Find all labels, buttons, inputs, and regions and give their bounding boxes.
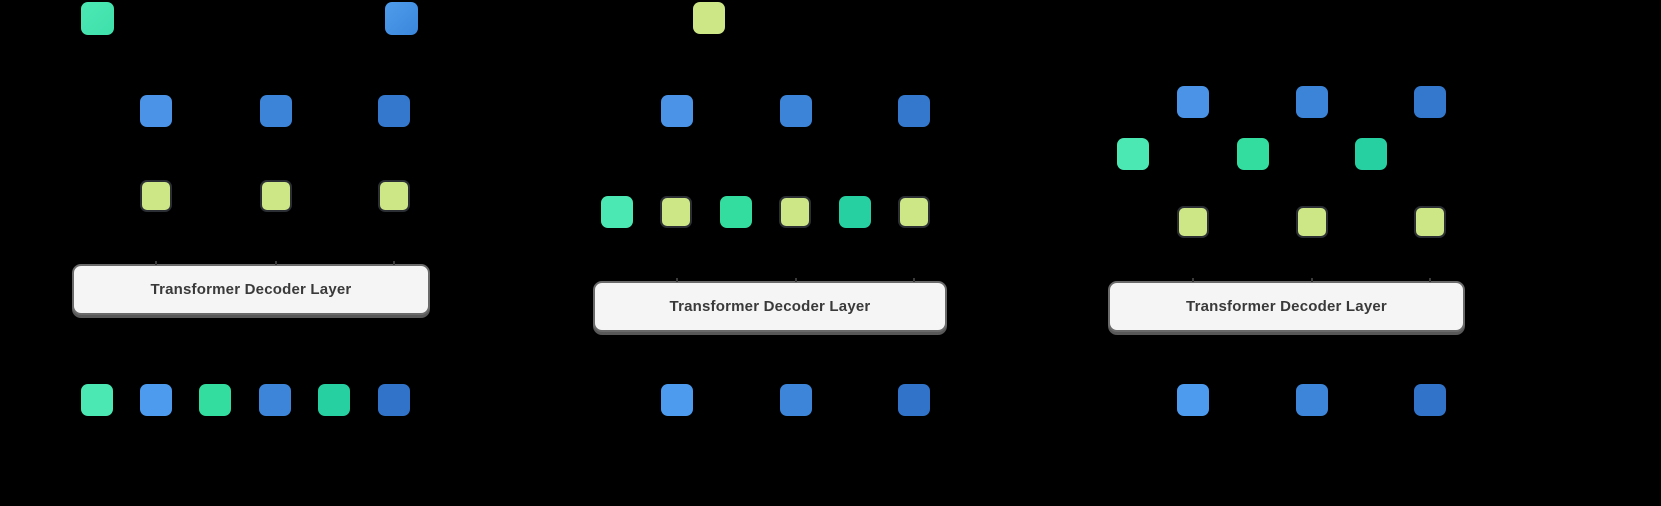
token-square: [140, 384, 172, 416]
token-square: [1355, 138, 1387, 170]
token-square: [1414, 206, 1446, 238]
token-square: [378, 95, 410, 127]
token-square: [898, 196, 930, 228]
decoder-connector-tick: [155, 261, 157, 265]
token-square: [318, 384, 350, 416]
token-square: [260, 180, 292, 212]
token-square: [1237, 138, 1269, 170]
decoder-connector-tick: [913, 278, 915, 282]
token-square: [780, 384, 812, 416]
decoder-connector-tick: [676, 278, 678, 282]
token-square: [661, 384, 693, 416]
token-square: [779, 196, 811, 228]
token-square: [1177, 206, 1209, 238]
decoder-layer-label: Transformer Decoder Layer: [669, 298, 871, 315]
decoder-layer-label: Transformer Decoder Layer: [150, 281, 352, 298]
token-square: [140, 180, 172, 212]
token-square: [720, 196, 752, 228]
token-square: [1296, 206, 1328, 238]
token-square: [1296, 384, 1328, 416]
token-square: [898, 384, 930, 416]
token-square: [81, 384, 113, 416]
token-square: [1414, 384, 1446, 416]
token-square: [385, 2, 418, 35]
transformer-decoder-layer-box[interactable]: Transformer Decoder Layer: [72, 264, 430, 315]
token-square: [1177, 86, 1209, 118]
decoder-connector-tick: [393, 261, 395, 265]
transformer-decoder-layer-box[interactable]: Transformer Decoder Layer: [1108, 281, 1465, 332]
token-square: [693, 2, 725, 34]
decoder-connector-tick: [795, 278, 797, 282]
decoder-connector-tick: [1429, 278, 1431, 282]
decoder-connector-tick: [1192, 278, 1194, 282]
token-square: [260, 95, 292, 127]
token-square: [1177, 384, 1209, 416]
decoder-connector-tick: [275, 261, 277, 265]
decoder-layer-label: Transformer Decoder Layer: [1186, 298, 1387, 315]
token-square: [378, 384, 410, 416]
token-square: [660, 196, 692, 228]
transformer-decoder-layer-box[interactable]: Transformer Decoder Layer: [593, 281, 947, 332]
token-square: [780, 95, 812, 127]
token-square: [898, 95, 930, 127]
token-square: [1296, 86, 1328, 118]
token-square: [661, 95, 693, 127]
token-square: [839, 196, 871, 228]
token-square: [81, 2, 114, 35]
token-square: [1117, 138, 1149, 170]
token-square: [601, 196, 633, 228]
token-square: [259, 384, 291, 416]
token-square: [199, 384, 231, 416]
token-square: [1414, 86, 1446, 118]
token-square: [140, 95, 172, 127]
decoder-connector-tick: [1311, 278, 1313, 282]
token-square: [378, 180, 410, 212]
